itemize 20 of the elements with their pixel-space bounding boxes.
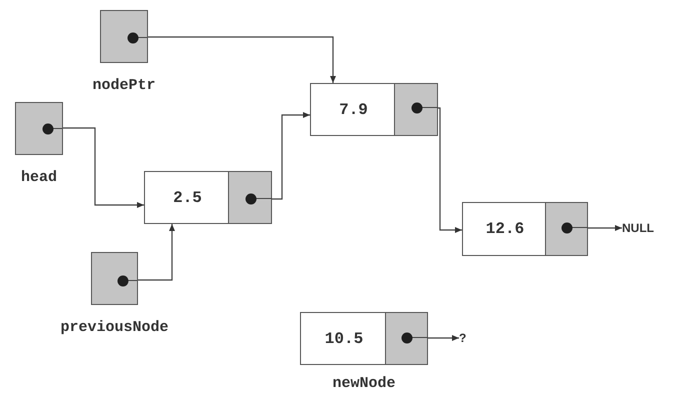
- arrow: [148, 36, 336, 83]
- list-node-box: [144, 171, 272, 224]
- node-value: 10.5: [324, 328, 364, 350]
- arrow: [588, 225, 622, 231]
- arrow: [428, 335, 459, 341]
- list-node-box: [462, 202, 588, 256]
- variable-name: previousNode: [60, 318, 169, 338]
- variable-name: nodePtr: [92, 76, 156, 96]
- arrow: [138, 224, 175, 281]
- node-value: 2.5: [173, 188, 202, 208]
- arrow: [438, 107, 462, 233]
- arrow: [63, 127, 144, 208]
- arrow: [272, 112, 310, 200]
- pointer-target-text: ?: [459, 332, 466, 344]
- pointer-target-text: NULL: [622, 222, 654, 234]
- node-value: 12.6: [486, 219, 524, 240]
- variable-name: newNode: [332, 374, 396, 394]
- node-value: 7.9: [339, 100, 368, 120]
- list-node-box: [310, 83, 438, 136]
- variable-name: head: [21, 168, 57, 188]
